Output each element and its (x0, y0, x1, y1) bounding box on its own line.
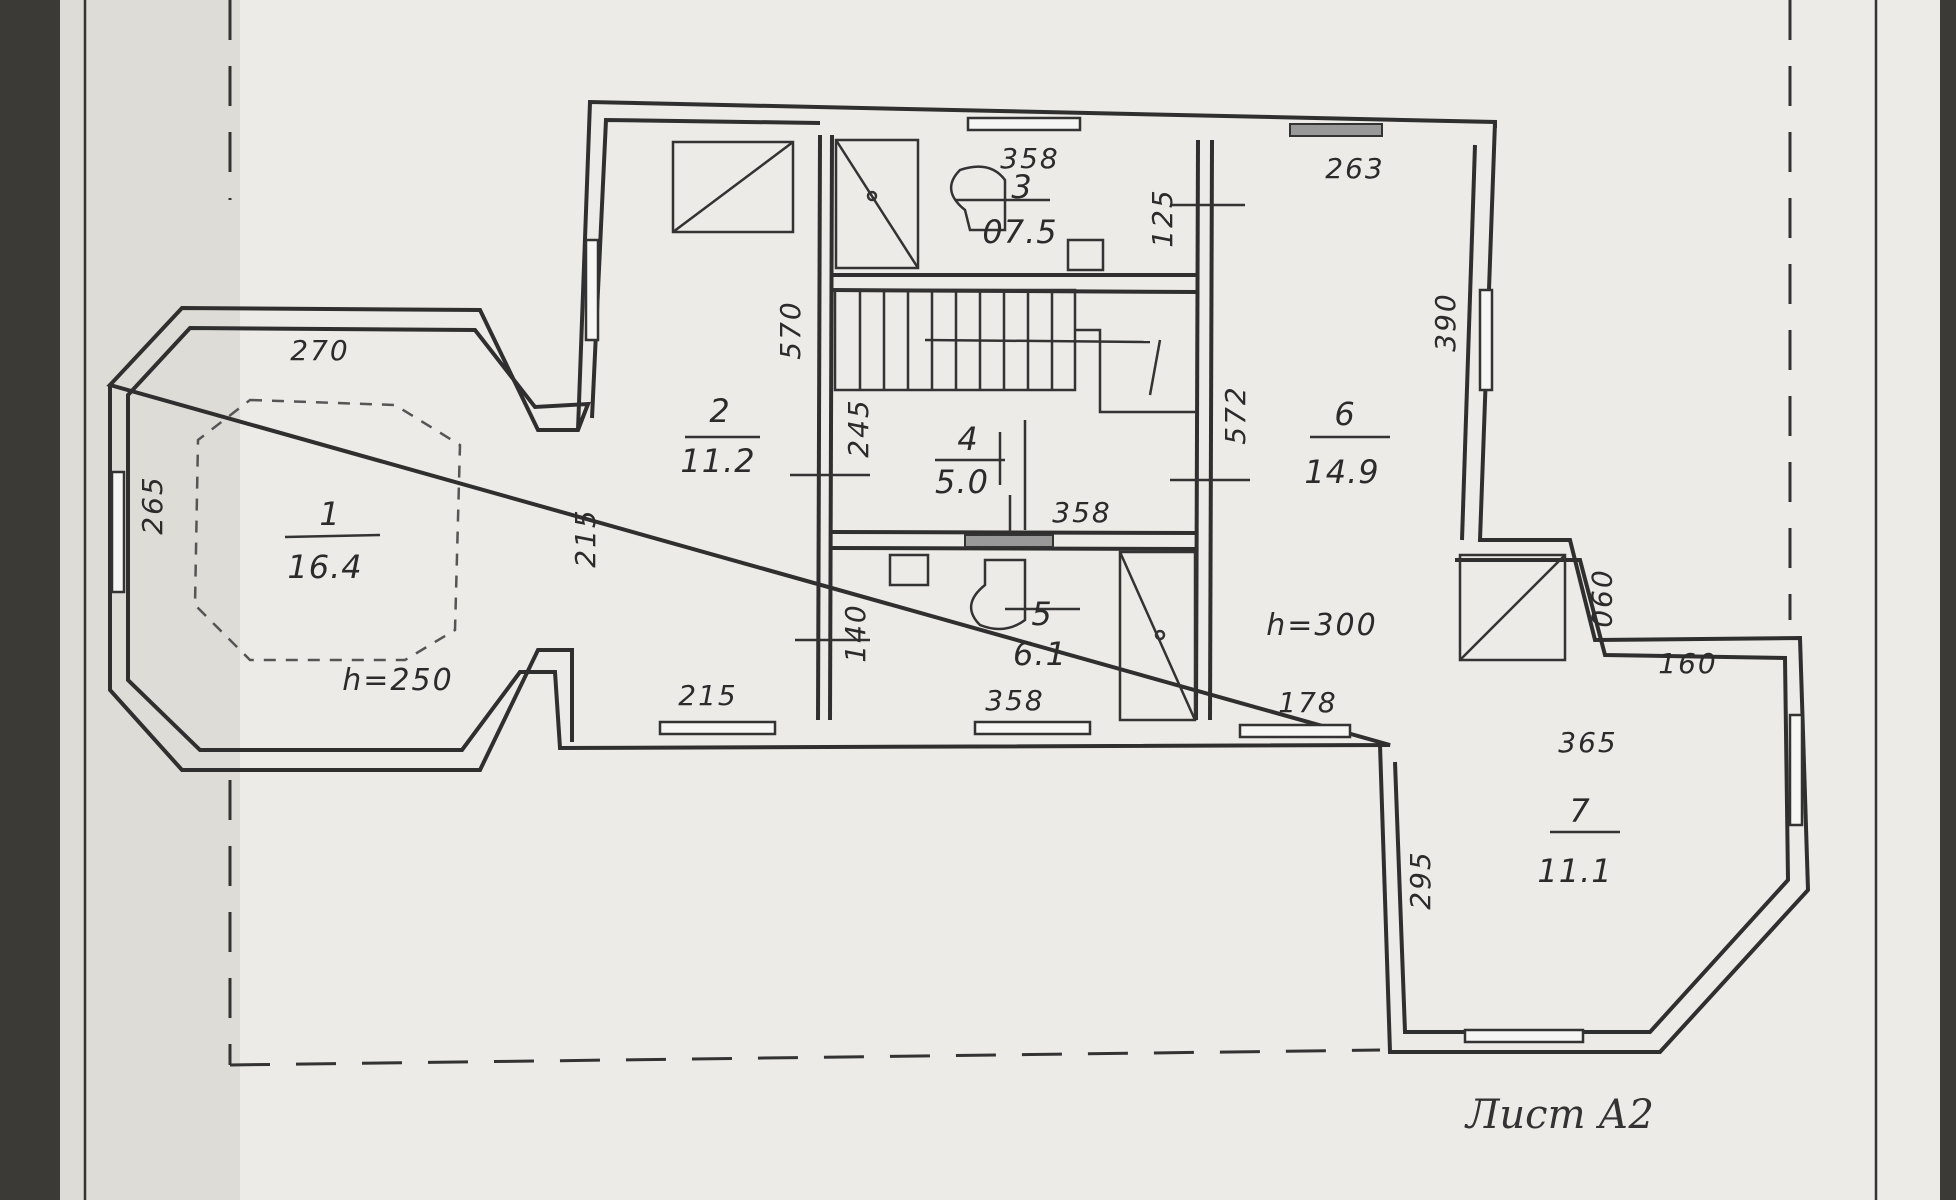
dim-572: 572 (1219, 385, 1252, 444)
dim-160: 160 (1658, 647, 1717, 680)
room-number: 1 (319, 495, 340, 533)
room-number: 6 (1334, 395, 1355, 433)
sink-fixture-2 (888, 553, 930, 587)
lot-boundary (228, 0, 1792, 1067)
exterior-walls (106, 99, 1811, 1054)
interior-walls (816, 134, 1214, 721)
room-number: 7 (1569, 792, 1590, 830)
dim-090: 090 (1585, 570, 1618, 629)
dim-178: 178 (1278, 686, 1337, 719)
shower-fixture (834, 138, 920, 270)
room-number: 5 (1031, 595, 1052, 633)
room-area: 07.5 (982, 213, 1057, 251)
dim-top-263: 263 (1325, 152, 1384, 185)
paper-shadow (60, 0, 240, 1200)
room-area: 14.9 (1304, 453, 1379, 491)
ceiling-height-300: h=300 (1266, 608, 1377, 643)
dim-top-358: 358 (1000, 142, 1059, 175)
dim-245: 245 (842, 398, 875, 457)
dim-mid-358: 358 (1052, 496, 1111, 529)
room-area: 6.1 (1013, 635, 1067, 673)
room-area: 5.0 (935, 463, 989, 501)
room-label-3: 3 07.5 (982, 168, 1057, 251)
dim-140: 140 (839, 603, 872, 662)
room-area: 16.4 (287, 548, 362, 586)
room-label-1: 1 16.4 (287, 495, 362, 586)
paper-sheet (60, 0, 1940, 1200)
dimension-labels: 358 263 270 265 215 215 570 245 125 572 … (136, 142, 1717, 910)
stove-fixture (671, 140, 795, 234)
room-label-5: 5 6.1 (1013, 595, 1067, 673)
dim-125: 125 (1146, 188, 1179, 247)
dim-570: 570 (774, 300, 807, 359)
sheet-signature: Лист А2 (1464, 1092, 1654, 1138)
dim-390: 390 (1429, 292, 1462, 351)
ceiling-height-250: h=250 (342, 663, 453, 698)
room-number: 3 (1011, 168, 1032, 206)
room-number: 4 (957, 420, 978, 458)
room-area: 11.2 (680, 442, 755, 480)
dim-bay-270: 270 (290, 334, 349, 367)
dim-365: 365 (1558, 726, 1617, 759)
windows (110, 116, 1804, 1044)
dim-hall-215-vertical: 215 (569, 508, 602, 567)
room-label-4: 4 5.0 (935, 420, 989, 501)
stove-fixture-2 (1458, 553, 1567, 662)
dim-bottom-358: 358 (985, 684, 1044, 717)
sink-fixture (1066, 238, 1105, 272)
room-area: 11.1 (1537, 852, 1612, 890)
bay-dashed-outline (193, 398, 462, 662)
shower-fixture-2 (1118, 550, 1197, 722)
room-number: 2 (709, 392, 730, 430)
room-label-2: 2 11.2 (680, 392, 755, 480)
toilet-fixture-2 (970, 558, 1027, 631)
staircase (833, 288, 1195, 414)
dim-295: 295 (1404, 850, 1437, 909)
dimension-ticks (284, 198, 1620, 834)
toilet-fixture (950, 165, 1007, 232)
room-label-6: 6 14.9 (1304, 395, 1379, 491)
room-label-7: 7 11.1 (1537, 792, 1612, 890)
fixtures (671, 138, 1567, 722)
dim-bay-265: 265 (136, 475, 169, 534)
dim-hall-215-horizontal: 215 (678, 679, 737, 712)
